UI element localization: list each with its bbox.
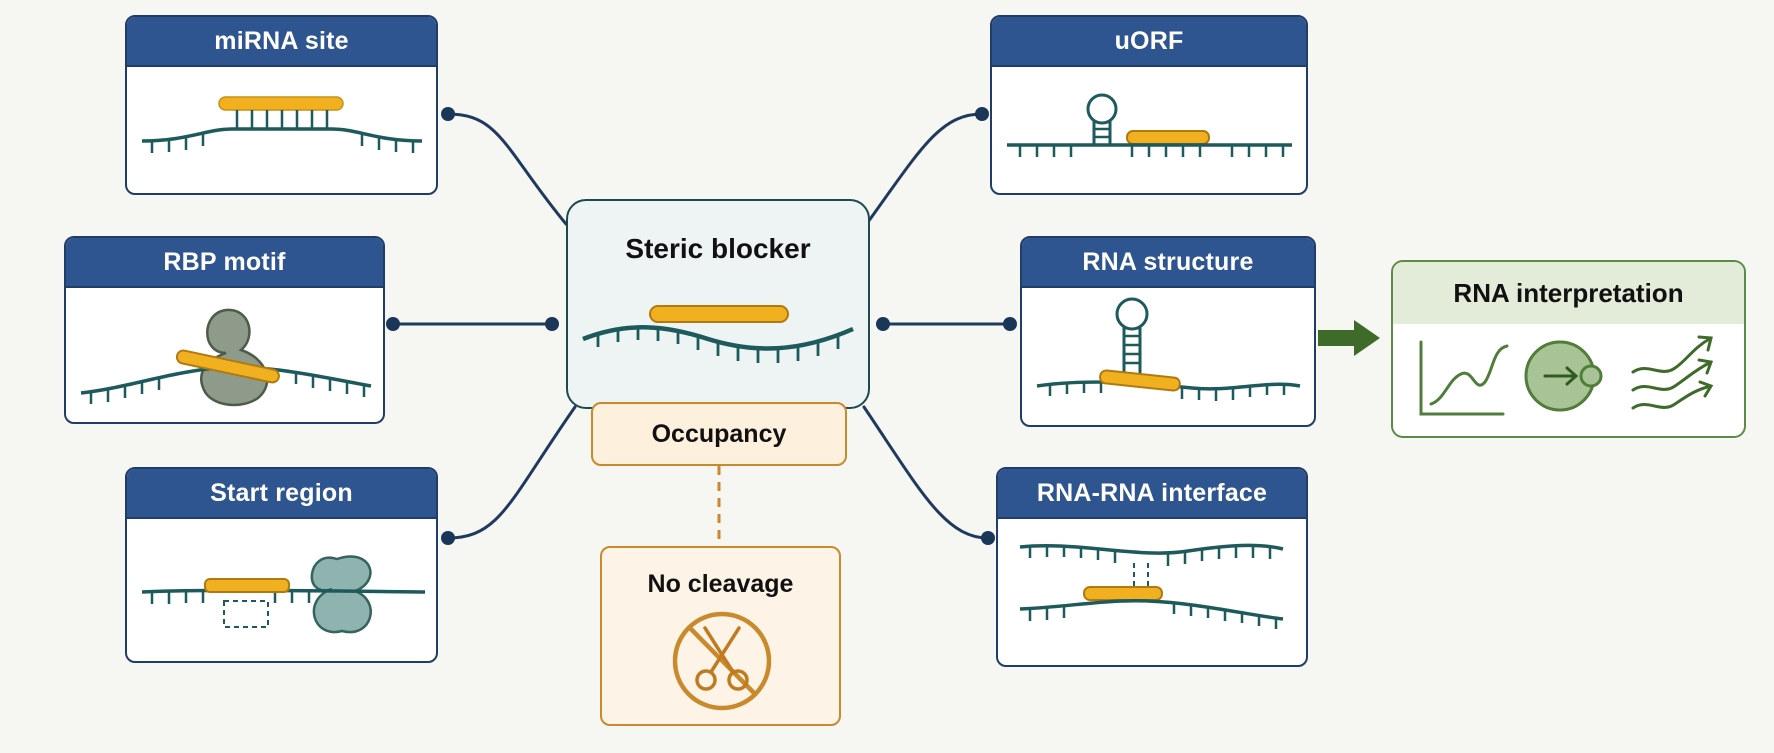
connector-start (446, 405, 577, 540)
card-title: miRNA site (127, 17, 436, 67)
card-title: RNA structure (1022, 238, 1314, 288)
mirna-binding-illustration (141, 96, 423, 153)
rbp-binding-illustration (80, 308, 372, 407)
no-cleavage-node: No cleavage (600, 546, 841, 726)
occupancy-label: Occupancy (591, 402, 847, 466)
steric-blocker-title: Steric blocker (625, 233, 811, 264)
connector-uorf (866, 112, 984, 224)
no-cleavage-illustration (672, 611, 772, 711)
card-rna-structure: RNA structure (1020, 236, 1316, 427)
connector-interface (862, 405, 990, 540)
steric-blocker-node: Steric blocker (566, 199, 870, 409)
connector-dot (441, 531, 455, 545)
card-start-region: Start region (125, 467, 438, 663)
card-uorf: uORF (990, 15, 1308, 195)
upward-arrows-icon (1631, 335, 1714, 410)
connector-mirna (446, 112, 568, 226)
rna-interpretation-title: RNA interpretation (1393, 262, 1744, 324)
no-cleavage-title: No cleavage (647, 570, 794, 598)
steric-blocker-illustration (582, 305, 854, 363)
connector-dot (981, 531, 995, 545)
rna-interpretation-node: RNA interpretation (1391, 260, 1746, 438)
connector-dot (545, 317, 559, 331)
rna-rna-interface-illustration (1019, 543, 1284, 629)
connector-dot (1003, 317, 1017, 331)
uorf-illustration (1007, 93, 1292, 157)
card-title: uORF (992, 17, 1306, 67)
card-title: RBP motif (66, 238, 383, 288)
line-graph-icon (1419, 340, 1509, 416)
start-region-illustration (141, 555, 426, 634)
connector-dot (876, 317, 890, 331)
cell-arrow-icon (1524, 340, 1603, 412)
card-title: Start region (127, 469, 436, 519)
connector-dot (441, 107, 455, 121)
no-sign-icon (672, 611, 772, 711)
rna-structure-illustration (1036, 297, 1301, 401)
card-rbp-motif: RBP motif (64, 236, 385, 424)
rna-interpretation-illustration (1419, 335, 1714, 416)
card-mirna-site: miRNA site (125, 15, 438, 195)
card-rna-rna-interface: RNA-RNA interface (996, 467, 1308, 667)
connector-dot (975, 107, 989, 121)
card-title: RNA-RNA interface (998, 469, 1306, 519)
output-arrow (1318, 320, 1380, 356)
connector-dot (386, 317, 400, 331)
scissors-icon (695, 626, 749, 691)
